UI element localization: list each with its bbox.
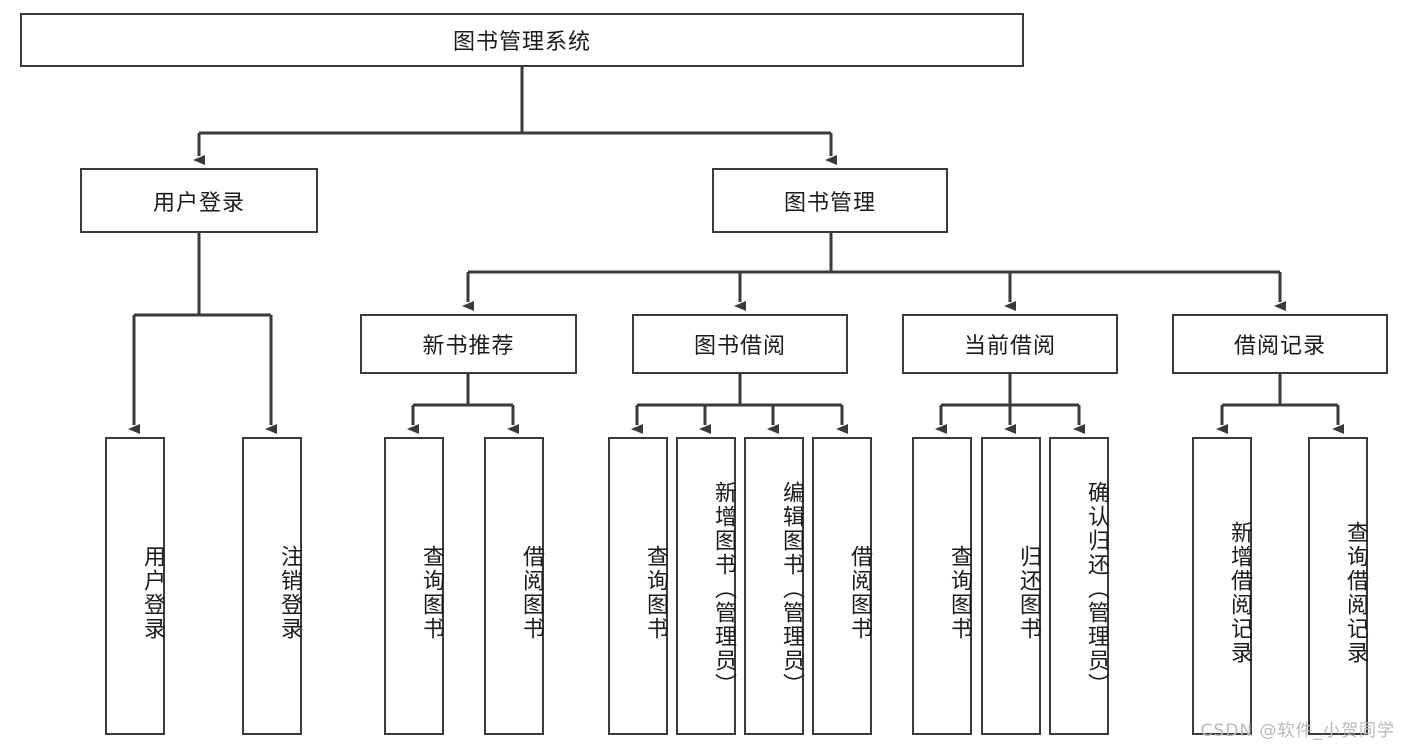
node-current-borrow[interactable]: 当前借阅 [902,314,1118,374]
node-leaf-cur-confirm[interactable]: 确认归还（管理员） [1049,437,1109,735]
node-leaf-cur-query[interactable]: 查询图书 [912,437,972,735]
node-leaf-rec-query[interactable]: 查询图书 [384,437,444,735]
node-root-label: 图书管理系统 [452,30,591,55]
node-new-book-rec[interactable]: 新书推荐 [360,314,577,374]
node-leaf-rec-borrow[interactable]: 借阅图书 [484,437,544,735]
node-borrow-record-label: 借阅记录 [1233,334,1326,359]
node-leaf-cur-return[interactable]: 归还图书 [981,437,1041,735]
node-leaf-borrow-add-label: 新增图书（管理员） [711,481,736,697]
node-leaf-rec-add[interactable]: 新增借阅记录 [1192,437,1252,735]
node-leaf-user-login[interactable]: 用户登录 [105,437,165,735]
node-leaf-cur-confirm-label: 确认归还（管理员） [1084,481,1109,697]
node-leaf-borrow-lend[interactable]: 借阅图书 [812,437,872,735]
node-leaf-cur-return-label: 归还图书 [1016,545,1041,641]
node-leaf-rec-search-label: 查询借阅记录 [1343,521,1368,665]
node-leaf-rec-add-label: 新增借阅记录 [1227,521,1252,665]
node-borrow-record[interactable]: 借阅记录 [1172,314,1388,374]
node-leaf-borrow-query[interactable]: 查询图书 [608,437,668,735]
node-leaf-borrow-edit[interactable]: 编辑图书（管理员） [744,437,804,735]
node-leaf-user-logout[interactable]: 注销登录 [242,437,302,735]
node-leaf-rec-borrow-label: 借阅图书 [519,545,544,641]
node-leaf-borrow-add[interactable]: 新增图书（管理员） [676,437,736,735]
node-leaf-rec-search[interactable]: 查询借阅记录 [1308,437,1368,735]
node-book-manage-label: 图书管理 [783,190,876,216]
node-root[interactable]: 图书管理系统 [20,13,1024,67]
node-book-borrow[interactable]: 图书借阅 [632,314,848,374]
node-leaf-cur-query-label: 查询图书 [947,545,972,641]
node-user-login-label: 用户登录 [152,190,245,216]
node-leaf-user-login-label: 用户登录 [140,545,165,641]
node-leaf-borrow-query-label: 查询图书 [643,545,668,641]
node-current-borrow-label: 当前借阅 [963,334,1056,359]
node-leaf-user-logout-label: 注销登录 [277,545,302,641]
node-leaf-borrow-edit-label: 编辑图书（管理员） [779,481,804,697]
node-book-borrow-label: 图书借阅 [693,334,786,359]
node-leaf-borrow-lend-label: 借阅图书 [847,545,872,641]
node-user-login[interactable]: 用户登录 [80,168,318,233]
node-leaf-rec-query-label: 查询图书 [419,545,444,641]
node-book-manage[interactable]: 图书管理 [712,168,948,233]
node-new-book-rec-label: 新书推荐 [422,334,515,359]
